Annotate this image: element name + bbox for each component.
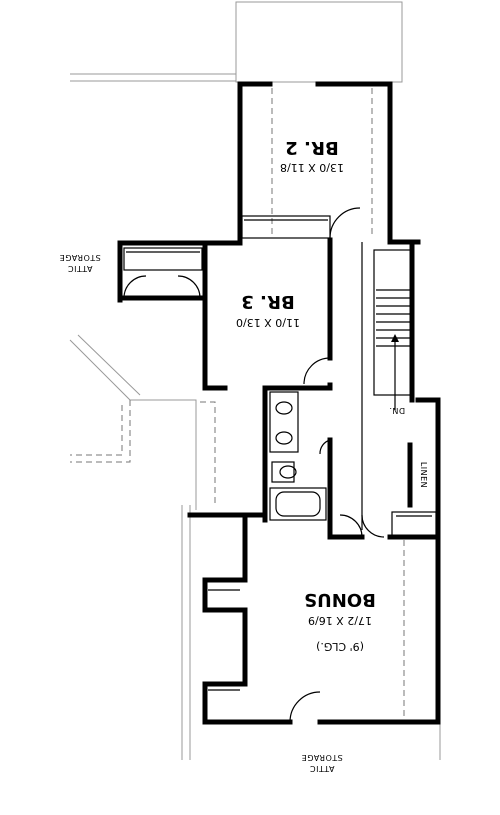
bonus-ceiling: (9' CLG.) — [316, 640, 364, 653]
roof-outlines — [69, 1, 441, 760]
stair-down-label: DN. — [389, 406, 405, 415]
bonus-name: BONUS — [304, 589, 376, 610]
br3-name: BR. 3 — [241, 291, 295, 312]
linen-label: LINEN — [419, 462, 428, 488]
attic-left-line2: STORAGE — [59, 253, 101, 262]
br2-name: BR. 2 — [285, 137, 339, 158]
bathroom — [262, 385, 333, 523]
bedroom-2 — [237, 81, 421, 245]
bonus-dims: 17/2 X 16/9 — [308, 614, 372, 627]
hall-stairs — [361, 239, 415, 530]
bonus-room — [187, 512, 441, 725]
br3-dims: 11/0 X 13/0 — [236, 316, 300, 329]
attic-storage-bottom-label: ATTIC STORAGE — [301, 753, 343, 773]
attic-bottom-line2: STORAGE — [301, 753, 343, 762]
stair-treads — [376, 289, 412, 347]
attic-bottom-line1: ATTIC — [310, 764, 335, 773]
attic-left-line1: ATTIC — [68, 264, 93, 273]
attic-storage-left-label: ATTIC STORAGE — [59, 253, 101, 273]
bedroom-3 — [117, 237, 333, 391]
br2-dims: 13/0 X 11/8 — [280, 161, 344, 174]
